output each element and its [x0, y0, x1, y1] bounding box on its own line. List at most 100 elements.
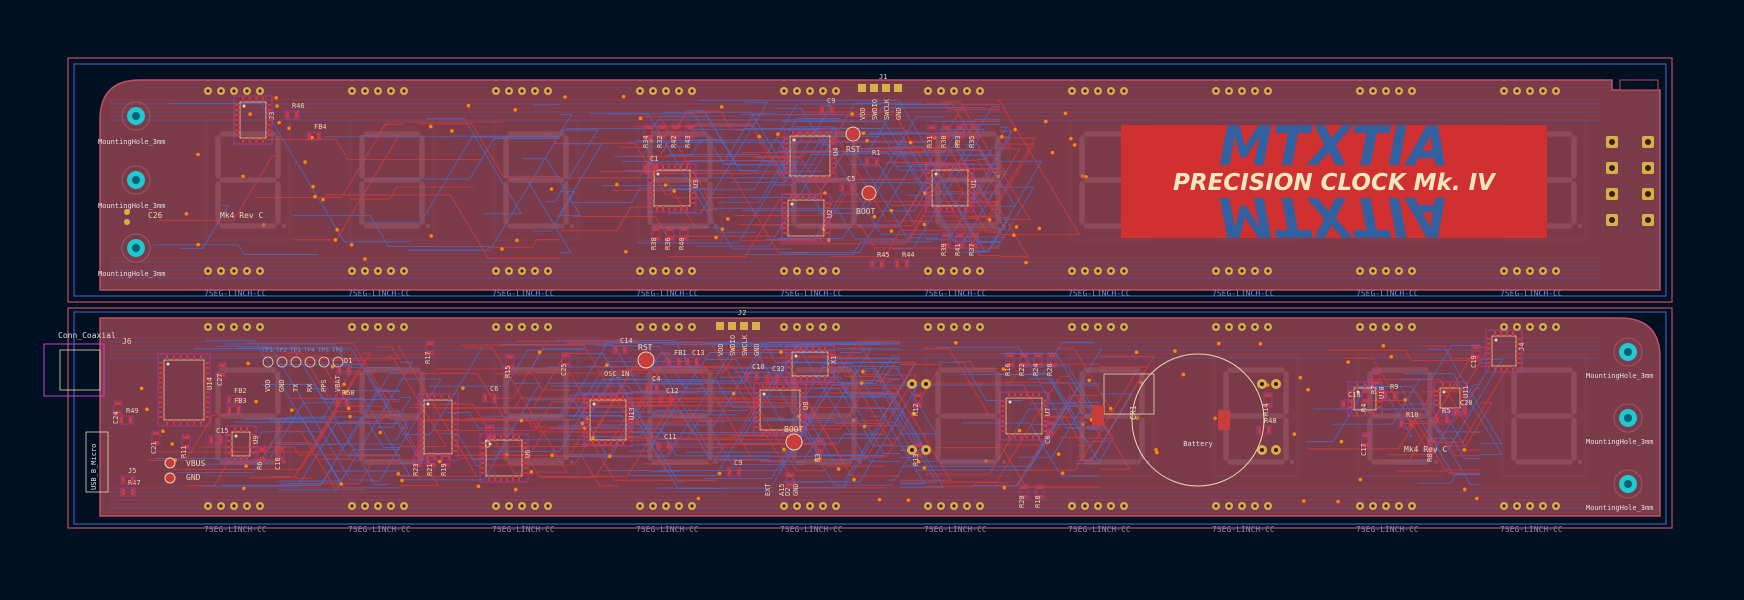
- pad-drill: [1253, 504, 1257, 508]
- ic-pin: [266, 114, 271, 116]
- digit-footprint-label: 7SEG-LINCH-CC: [1068, 525, 1131, 534]
- pad-drill: [1528, 504, 1532, 508]
- front-trace: [886, 161, 1000, 233]
- digit-footprint-label: 7SEG-LINCH-CC: [1068, 289, 1131, 298]
- passive-component: J5: [120, 467, 136, 485]
- pad-drill: [795, 89, 799, 93]
- passive-pad: [915, 403, 921, 406]
- pad-drill: [245, 325, 249, 329]
- ic-pin: [690, 202, 695, 204]
- ic-pin: [159, 396, 164, 399]
- pad-drill: [952, 504, 956, 508]
- front-trace: [157, 155, 276, 221]
- passive-component: R4: [1360, 388, 1371, 412]
- passive-component: C1: [642, 155, 658, 173]
- ic-pin: [204, 376, 209, 379]
- back-trace: [1000, 353, 1102, 429]
- passive-courtyard: [666, 357, 682, 367]
- th-drill: [1260, 448, 1264, 452]
- passive-component: C4: [644, 375, 660, 393]
- passive-pad: [681, 237, 687, 240]
- passive-component: R43: [684, 124, 695, 148]
- pin-label: RX: [306, 383, 314, 392]
- top-revision: Mk4 Rev C: [220, 211, 264, 220]
- passive-component: R23: [412, 452, 423, 476]
- passive-component: R21: [426, 452, 437, 476]
- digit-footprint-label: 7SEG-LINCH-CC: [492, 289, 555, 298]
- passive-component: R18: [1034, 484, 1045, 508]
- passive-ref: C13: [692, 349, 705, 357]
- via: [1155, 450, 1159, 455]
- ic-pin: [266, 124, 271, 126]
- ic-pin: [952, 165, 954, 170]
- ic-pin: [824, 347, 826, 352]
- via: [1002, 485, 1007, 490]
- ic-pin: [927, 182, 932, 184]
- front-trace: [860, 361, 917, 421]
- ic-pin: [159, 416, 164, 418]
- back-trace: [426, 118, 522, 215]
- ic-pin: [598, 395, 600, 400]
- back-trace: [937, 347, 1100, 384]
- back-trace: [1426, 348, 1503, 445]
- via: [513, 487, 518, 492]
- passive-component: R50: [334, 389, 355, 407]
- passive-pad: [1473, 355, 1479, 358]
- front-trace: [1040, 415, 1100, 439]
- pad-drill: [245, 89, 249, 93]
- back-trace: [841, 355, 900, 384]
- via: [889, 208, 894, 213]
- pad-drill: [206, 504, 210, 508]
- pad-drill: [206, 325, 210, 329]
- passive-courtyard: [658, 395, 674, 405]
- pad-drill: [1240, 504, 1244, 508]
- passive-pad: [1363, 390, 1369, 393]
- passive-pad: [487, 426, 493, 429]
- vbus-pad: [164, 457, 176, 469]
- ic-pin: [266, 129, 271, 131]
- passive-courtyard: [336, 365, 352, 375]
- ic-pin: [802, 236, 804, 241]
- pad-drill: [782, 325, 786, 329]
- pad-drill: [1410, 504, 1414, 508]
- ic-pin: [200, 420, 202, 425]
- ic-pin: [262, 97, 264, 102]
- passive-pad: [484, 395, 487, 401]
- digit-outline: [1069, 355, 1155, 477]
- passive-ref: R9: [1390, 383, 1398, 391]
- ic-pin: [782, 430, 785, 435]
- passive-courtyard: [764, 373, 780, 383]
- ic-pin: [522, 442, 527, 444]
- passive-courtyard: [561, 352, 571, 368]
- ic-pin: [1512, 366, 1514, 371]
- via: [335, 227, 340, 232]
- ic-pin: [785, 152, 790, 155]
- ic-pin: [419, 402, 424, 404]
- ic-pin: [1376, 390, 1381, 392]
- via: [363, 257, 367, 261]
- pad-drill: [1541, 504, 1545, 508]
- pad-drill: [965, 89, 969, 93]
- ic-pin: [775, 430, 778, 435]
- via: [529, 469, 534, 474]
- passive-pad: [277, 457, 283, 460]
- passive-pad: [1342, 401, 1345, 407]
- digit-dp: [570, 224, 574, 228]
- ic-pin: [690, 172, 695, 174]
- front-trace: [925, 431, 1020, 475]
- passive-ref: C9: [734, 459, 742, 467]
- passive-pad: [971, 243, 977, 246]
- ic-pin: [235, 124, 240, 126]
- pad-drill: [939, 325, 943, 329]
- front-trace: [862, 363, 943, 458]
- pad-drill: [821, 325, 825, 329]
- ic-pin: [787, 372, 792, 374]
- pad-drill: [1070, 89, 1074, 93]
- ic-pin: [968, 172, 973, 174]
- ic-pin: [794, 347, 796, 352]
- logo-background: [1121, 125, 1547, 238]
- passive-ref: C10: [752, 363, 765, 371]
- ic-pin1-marker: [242, 104, 246, 108]
- ic-courtyard: [999, 391, 1049, 441]
